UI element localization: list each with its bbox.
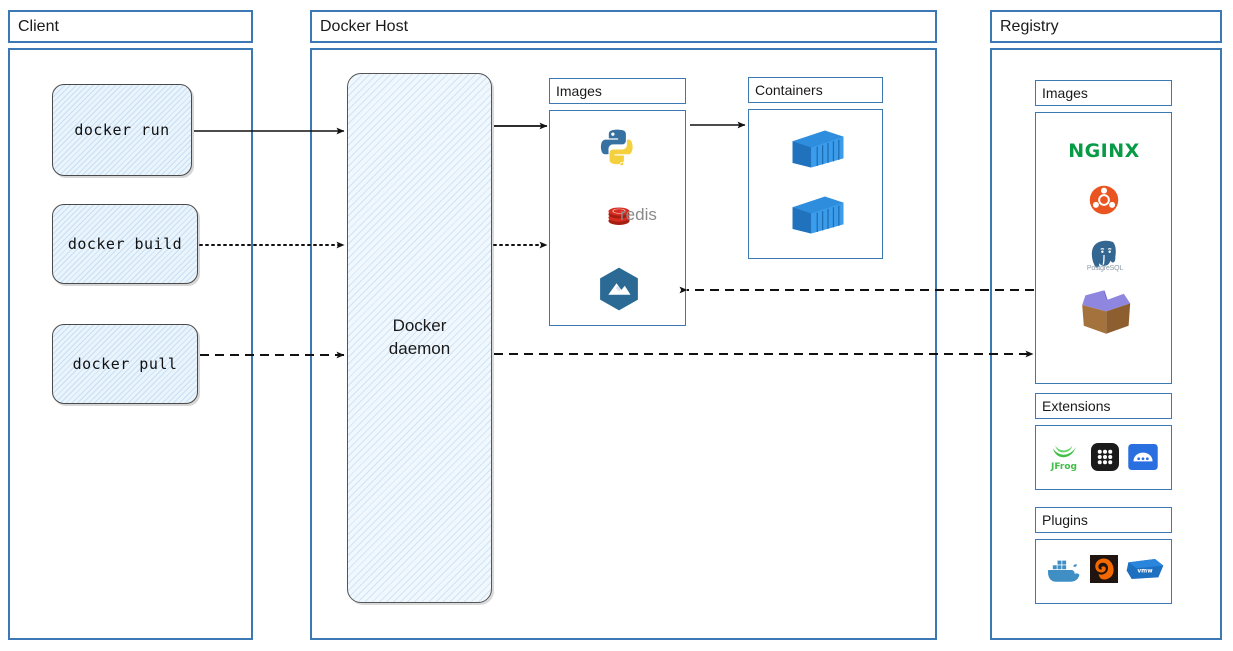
blue-disk-icon-svg xyxy=(1128,444,1158,470)
jfrog-logo: JFrog xyxy=(1046,440,1082,476)
grafana-logo-svg xyxy=(1090,555,1118,583)
extensions-panel-title: Extensions xyxy=(1035,393,1172,419)
vmware-logo-svg: vmw xyxy=(1126,559,1164,579)
docker-daemon-label-line2: daemon xyxy=(388,339,451,358)
docker-run-label: docker run xyxy=(74,121,170,139)
open-box-icon-svg xyxy=(1082,290,1131,334)
docker-pull-box[interactable]: docker pull xyxy=(52,324,198,404)
vmware-logo: vmw xyxy=(1125,556,1165,582)
extensions-panel-label: Extensions xyxy=(1042,398,1111,414)
registry-images-panel-title: Images xyxy=(1035,80,1172,106)
containers-panel-title: Containers xyxy=(748,77,883,103)
app-grid-icon-svg xyxy=(1091,443,1119,471)
docker-daemon-box[interactable]: Docker daemon xyxy=(347,73,492,603)
registry-images-panel-label: Images xyxy=(1042,85,1088,101)
ubuntu-logo xyxy=(1088,184,1120,216)
postgres-wordmark: PostgreSQL xyxy=(1078,262,1132,274)
host-images-panel-title: Images xyxy=(549,78,686,104)
docker-daemon-label: Docker daemon xyxy=(389,315,450,361)
mattermost-logo-svg xyxy=(600,267,638,311)
docker-build-label: docker build xyxy=(67,235,183,253)
docker-daemon-label-line1: Docker xyxy=(392,316,447,336)
mattermost-logo xyxy=(596,265,642,313)
containers-panel-body xyxy=(748,109,883,259)
registry-group-label: Registry xyxy=(1000,17,1059,35)
open-box-icon xyxy=(1078,288,1136,338)
container-box-icon-svg xyxy=(792,196,844,234)
docker-run-box[interactable]: docker run xyxy=(52,84,192,176)
jfrog-text: JFrog xyxy=(1051,462,1077,472)
redis-logo-svg xyxy=(608,207,630,225)
grafana-logo xyxy=(1089,554,1119,584)
plugins-panel-label: Plugins xyxy=(1042,512,1088,528)
redis-logo xyxy=(588,200,650,232)
registry-group-title-box: Registry xyxy=(990,10,1222,43)
nginx-text: NGINX xyxy=(1068,140,1140,162)
postgres-logo xyxy=(1085,238,1123,272)
plugins-panel-title: Plugins xyxy=(1035,507,1172,533)
ubuntu-logo-svg xyxy=(1089,185,1119,215)
client-group-label: Client xyxy=(18,17,59,35)
container-box-icon-svg xyxy=(792,130,844,168)
python-logo xyxy=(596,126,640,170)
docker-host-group-label: Docker Host xyxy=(320,17,409,35)
docker-whale-logo xyxy=(1044,554,1082,586)
docker-host-group-title-box: Docker Host xyxy=(310,10,937,43)
jfrog-logo-svg xyxy=(1052,445,1076,458)
python-logo-svg xyxy=(600,129,633,166)
docker-pull-label: docker pull xyxy=(72,355,178,373)
docker-build-box[interactable]: docker build xyxy=(52,204,198,284)
nginx-logo: NGINX xyxy=(1060,138,1148,164)
redis-text: redis xyxy=(620,205,657,224)
postgres-text: PostgreSQL xyxy=(1086,264,1124,272)
host-images-panel-label: Images xyxy=(556,83,602,99)
blue-disk-icon xyxy=(1128,443,1158,471)
postgres-logo-svg xyxy=(1091,240,1116,268)
client-group-title-box: Client xyxy=(8,10,253,43)
container-box-icon xyxy=(790,193,846,237)
docker-whale-logo-svg xyxy=(1048,560,1080,582)
container-box-icon xyxy=(790,127,846,171)
svg-text:vmw: vmw xyxy=(1137,568,1153,574)
app-grid-icon xyxy=(1090,442,1120,472)
redis-wordmark: redis xyxy=(616,201,660,229)
containers-panel-label: Containers xyxy=(755,82,823,98)
